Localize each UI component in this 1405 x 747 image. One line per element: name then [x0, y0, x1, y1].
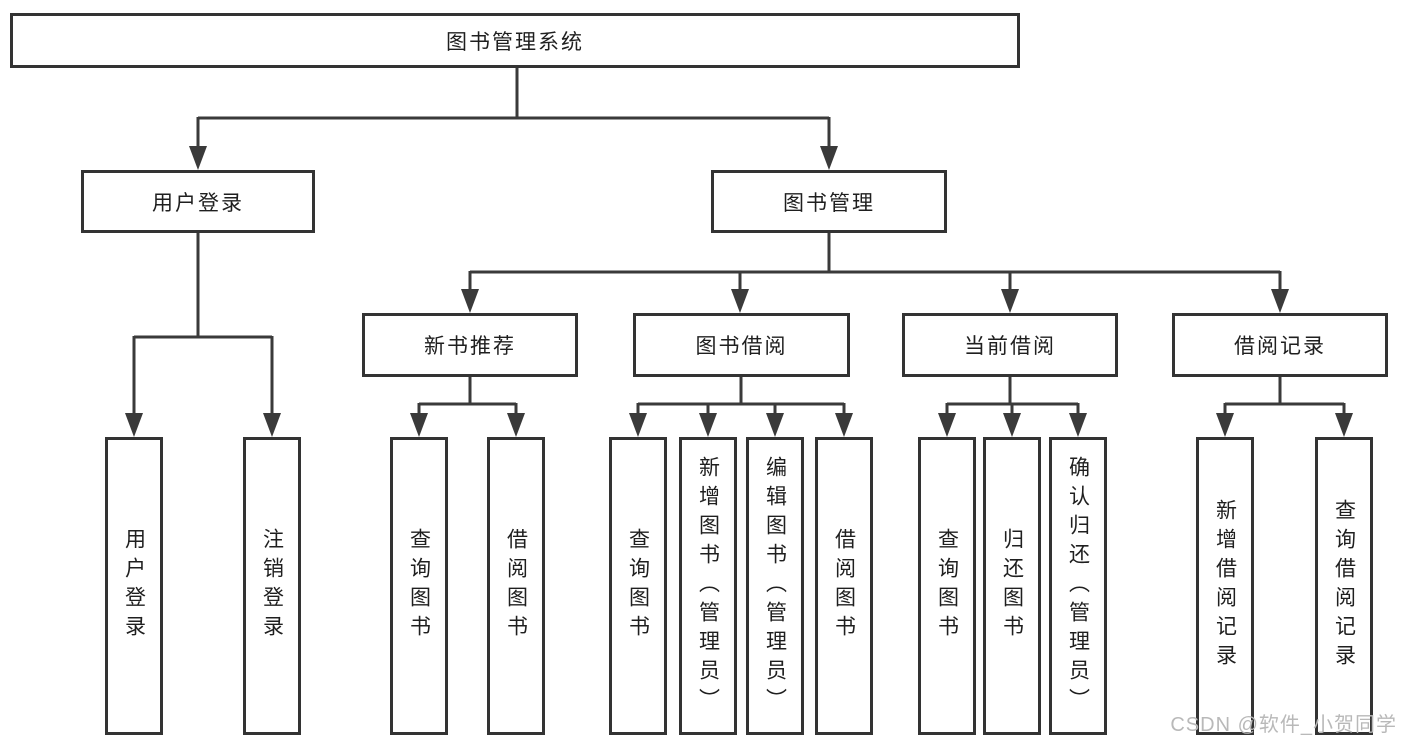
- csdn-watermark: CSDN @软件_小贺同学: [1170, 714, 1397, 736]
- node-user-login: 用户登录: [81, 170, 315, 233]
- node-label: 新书推荐: [424, 335, 516, 358]
- leaf-borrow-books: 借阅图书: [815, 437, 873, 735]
- leaf-borrow-books-recommend: 借阅图书: [487, 437, 545, 735]
- node-label: 新增图书（管理员）: [696, 455, 720, 717]
- leaf-query-borrow-record: 查询借阅记录: [1315, 437, 1373, 735]
- node-label: 借阅图书: [832, 528, 856, 644]
- node-label: 借阅图书: [504, 528, 528, 644]
- node-label: 借阅记录: [1234, 335, 1326, 358]
- node-label: 图书管理: [783, 191, 875, 215]
- node-label: 图书管理系统: [446, 30, 584, 54]
- leaf-return-books: 归还图书: [983, 437, 1041, 735]
- node-label: 查询图书: [407, 528, 431, 644]
- leaf-edit-books-admin: 编辑图书（管理员）: [746, 437, 804, 735]
- leaf-query-books-borrow: 查询图书: [609, 437, 667, 735]
- node-label: 用户登录: [122, 528, 146, 644]
- node-label: 查询借阅记录: [1332, 499, 1356, 673]
- leaf-add-borrow-record: 新增借阅记录: [1196, 437, 1254, 735]
- node-book-management: 图书管理: [711, 170, 947, 233]
- node-label: 当前借阅: [964, 335, 1056, 358]
- node-label: 查询图书: [626, 528, 650, 644]
- node-library-system: 图书管理系统: [10, 13, 1020, 68]
- node-label: 确认归还（管理员）: [1066, 455, 1090, 717]
- node-new-book-recommend: 新书推荐: [362, 313, 578, 377]
- node-label: 用户登录: [152, 191, 244, 215]
- leaf-add-books-admin: 新增图书（管理员）: [679, 437, 737, 735]
- node-borrowing-records: 借阅记录: [1172, 313, 1388, 377]
- leaf-user-login: 用户登录: [105, 437, 163, 735]
- leaf-query-books-recommend: 查询图书: [390, 437, 448, 735]
- node-label: 新增借阅记录: [1213, 499, 1237, 673]
- node-label: 编辑图书（管理员）: [763, 455, 787, 717]
- leaf-logout: 注销登录: [243, 437, 301, 735]
- node-label: 注销登录: [260, 528, 284, 644]
- leaf-confirm-return-admin: 确认归还（管理员）: [1049, 437, 1107, 735]
- node-label: 图书借阅: [695, 335, 788, 358]
- node-current-borrowing: 当前借阅: [902, 313, 1118, 377]
- node-label: 归还图书: [1000, 528, 1024, 644]
- node-label: 查询图书: [935, 528, 959, 644]
- leaf-query-books-current: 查询图书: [918, 437, 976, 735]
- node-book-borrowing: 图书借阅: [633, 313, 850, 377]
